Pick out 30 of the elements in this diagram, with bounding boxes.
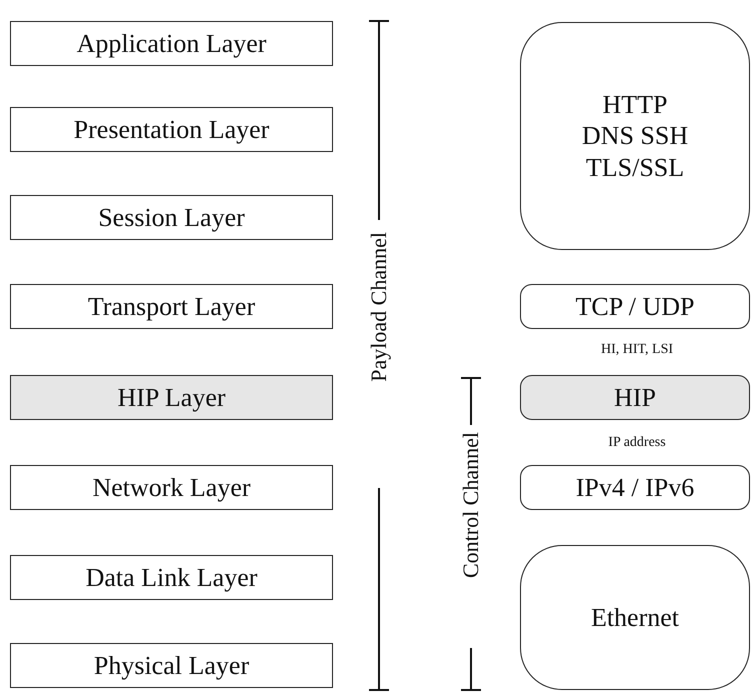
protocol-box: [520, 375, 750, 420]
layer-box: [10, 643, 333, 688]
layer-name: Physical Layer: [94, 650, 250, 682]
protocol-box: [520, 22, 750, 250]
layer-box: [10, 21, 333, 66]
protocol-box: [520, 284, 750, 329]
protocol-name: HIP: [614, 382, 656, 414]
protocol-name: Ethernet: [590, 602, 680, 634]
layer-name: Application Layer: [76, 28, 266, 60]
layer-box: [10, 195, 333, 240]
layer-name: HIP Layer: [117, 382, 226, 414]
layer-box: [10, 284, 333, 329]
protocol-name: HTTP DNS SSH TLS/SSL: [580, 89, 690, 183]
channel-label: Payload Channel: [366, 232, 392, 382]
channel-label: Control Channel: [458, 432, 484, 578]
interface-label: IP address: [608, 435, 666, 451]
layer-name: Session Layer: [98, 202, 245, 234]
layer-box: [10, 375, 333, 420]
layer-name: Network Layer: [92, 472, 251, 504]
layer-name: Data Link Layer: [86, 562, 258, 594]
protocol-box: [520, 545, 750, 690]
layer-box: [10, 107, 333, 152]
protocol-name: IPv4 / IPv6: [576, 472, 694, 504]
layer-name: Transport Layer: [88, 290, 256, 322]
layer-box: [10, 465, 333, 510]
protocol-name: TCP / UDP: [576, 290, 694, 322]
layer-name: Presentation Layer: [74, 114, 270, 146]
layer-box: [10, 555, 333, 600]
interface-label: HI, HIT, LSI: [600, 342, 674, 358]
protocol-box: [520, 465, 750, 510]
